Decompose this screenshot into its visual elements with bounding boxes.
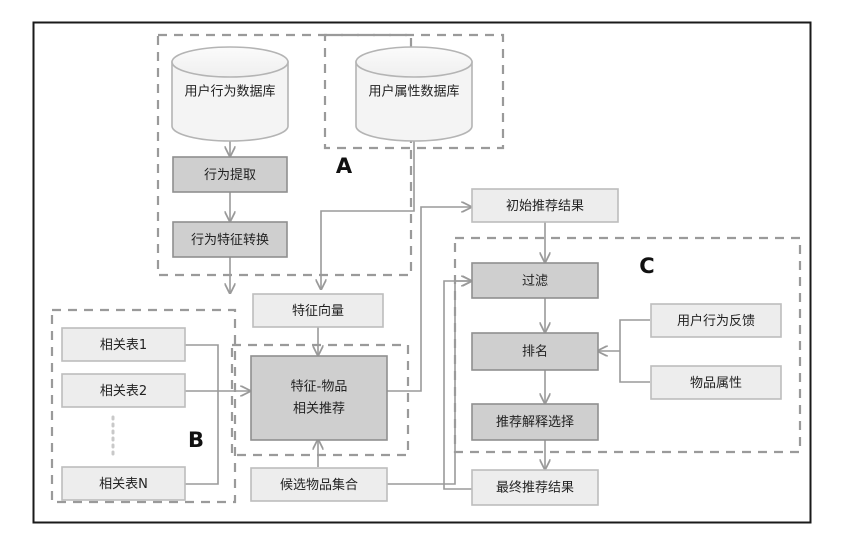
group-a-boundary [156, 33, 413, 277]
node-user-attribute-db[interactable]: 用户属性数据库 [355, 46, 473, 142]
node-behavior-feature-transform-label: 行为特征转换 [191, 233, 269, 248]
node-user-behavior-feedback-label: 用户行为反馈 [677, 313, 755, 329]
connector-recommend-to-initialresult [387, 207, 471, 392]
node-box [650, 303, 782, 338]
node-box [172, 156, 288, 193]
node-box [250, 467, 388, 502]
node-box [61, 373, 186, 408]
node-item-attribute[interactable]: 物品属性 [650, 365, 782, 400]
node-box [250, 355, 388, 441]
node-box [61, 327, 186, 362]
node-box [471, 469, 599, 506]
node-box [61, 466, 186, 501]
group-b-boundary [50, 308, 237, 504]
connector-itemattribute-to-ranking [619, 351, 650, 383]
cylinder-body [171, 61, 289, 142]
node-initial-recommend-result[interactable]: 初始推荐结果 [471, 188, 619, 223]
node-recommend-explanation-select[interactable]: 推荐解释选择 [471, 403, 599, 441]
connector-feedback-to-ranking [619, 319, 650, 351]
node-user-attribute-db-label: 用户属性数据库 [368, 84, 459, 100]
node-feature-item-recommend-label-line2: 相关推荐 [293, 402, 345, 417]
node-recommend-explanation-select-label: 推荐解释选择 [496, 415, 574, 430]
node-related-table-n-label: 相关表N [99, 477, 148, 492]
node-related-table-2-label: 相关表2 [100, 384, 147, 399]
node-feature-vector-label: 特征向量 [292, 303, 344, 319]
node-filter-label: 过滤 [522, 274, 548, 289]
node-user-behavior-db-label: 用户行为数据库 [184, 84, 275, 100]
group-a-label: A [336, 154, 353, 178]
group-a-extension-boundary [323, 33, 505, 150]
node-initial-recommend-result-label: 初始推荐结果 [506, 199, 584, 214]
group-c-label: C [639, 254, 654, 278]
node-behavior-extraction[interactable]: 行为提取 [172, 156, 288, 193]
node-related-table-1[interactable]: 相关表1 [61, 327, 186, 362]
node-box [471, 188, 619, 223]
connector-finalresult-feedback-loop [443, 281, 493, 490]
node-feature-item-recommend[interactable]: 特征-物品 相关推荐 [250, 355, 388, 441]
node-behavior-extraction-label: 行为提取 [204, 167, 256, 183]
node-item-attribute-label: 物品属性 [690, 376, 742, 391]
node-related-table-n[interactable]: 相关表N [61, 466, 186, 501]
node-box [471, 403, 599, 441]
node-feature-vector[interactable]: 特征向量 [252, 293, 384, 328]
node-behavior-feature-transform[interactable]: 行为特征转换 [172, 221, 288, 258]
node-related-table-2[interactable]: 相关表2 [61, 373, 186, 408]
connector-relatedtable1-to-bus [185, 344, 219, 391]
node-box [471, 262, 599, 299]
node-related-table-1-label: 相关表1 [100, 338, 147, 353]
node-final-recommend-result-label: 最终推荐结果 [496, 480, 574, 496]
node-user-behavior-feedback[interactable]: 用户行为反馈 [650, 303, 782, 338]
node-box [650, 365, 782, 400]
node-filter[interactable]: 过滤 [471, 262, 599, 299]
cylinder-top [171, 46, 289, 78]
node-box [471, 332, 599, 371]
node-ranking[interactable]: 排名 [471, 332, 599, 371]
group-b-label: B [188, 428, 204, 452]
node-final-recommend-result[interactable]: 最终推荐结果 [471, 469, 599, 506]
node-box [252, 293, 384, 328]
node-box [172, 221, 288, 258]
node-feature-item-recommend-label-line1: 特征-物品 [291, 380, 348, 395]
node-ranking-label: 排名 [522, 344, 548, 360]
node-candidate-item-set[interactable]: 候选物品集合 [250, 467, 388, 502]
cylinder-top [355, 46, 473, 78]
cylinder-body [355, 61, 473, 142]
node-user-behavior-db[interactable]: 用户行为数据库 [171, 46, 289, 142]
node-candidate-item-set-label: 候选物品集合 [280, 477, 358, 493]
connector-relatedtablen-to-bus [185, 391, 219, 485]
connector-attributedb-to-featurevector [321, 136, 415, 289]
